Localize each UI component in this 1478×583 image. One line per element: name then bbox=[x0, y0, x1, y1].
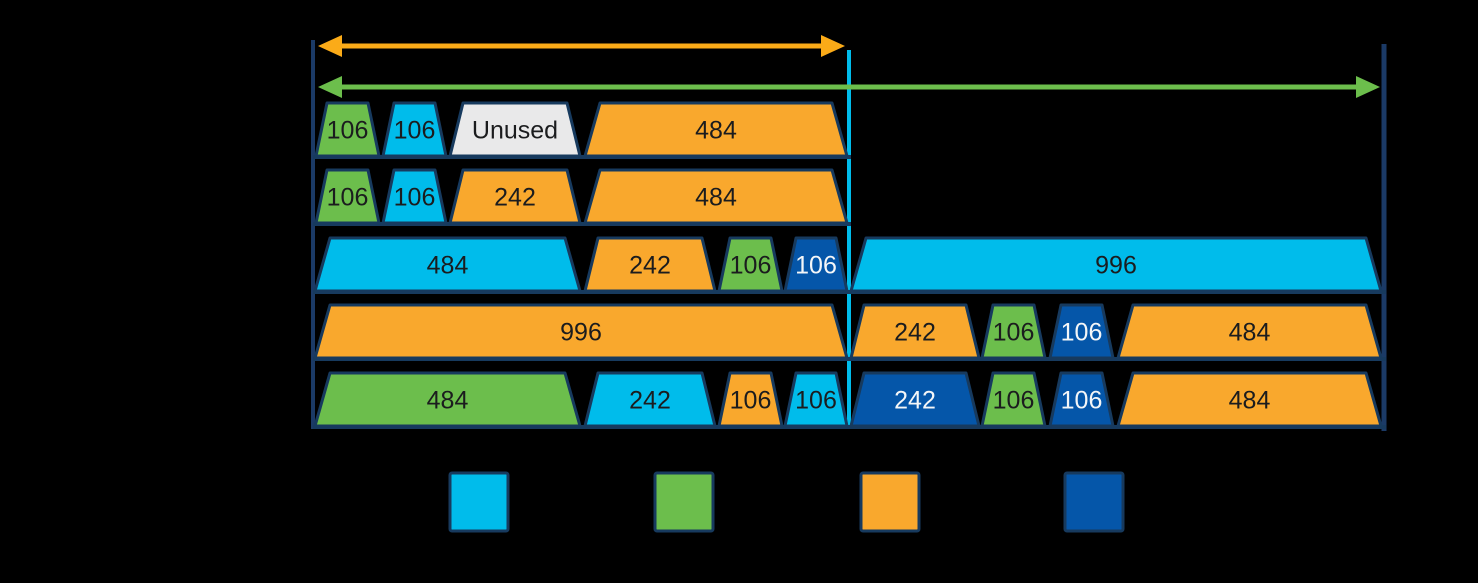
legend bbox=[448, 471, 1125, 533]
segment-shape bbox=[314, 101, 381, 158]
segment-green-106: 106 bbox=[980, 303, 1047, 360]
segment-label: 106 bbox=[795, 252, 837, 280]
segment-shape bbox=[381, 101, 448, 158]
segment-label: 996 bbox=[1095, 252, 1137, 280]
segment-green-106: 106 bbox=[717, 236, 784, 293]
segment-label: 242 bbox=[629, 252, 671, 280]
segment-label: 484 bbox=[427, 252, 469, 280]
segment-cyan-996: 996 bbox=[849, 236, 1383, 293]
segment-cyan-484: 484 bbox=[313, 236, 582, 293]
segment-label: 106 bbox=[1061, 387, 1103, 415]
segment-label: 242 bbox=[629, 387, 671, 415]
segment-shape bbox=[313, 303, 849, 360]
ru-row-5: 484 242 106 106 242 106 106 484 bbox=[313, 371, 1386, 429]
segment-label: 484 bbox=[1229, 319, 1271, 347]
segment-label: 242 bbox=[894, 387, 936, 415]
ru-row-3: 484 242 106 106 996 bbox=[313, 236, 1386, 294]
segment-label: 106 bbox=[730, 252, 772, 280]
segment-shape bbox=[849, 236, 1383, 293]
segment-label: 996 bbox=[560, 319, 602, 347]
segment-shape bbox=[717, 236, 784, 293]
segment-unused-unused: Unused bbox=[448, 101, 582, 158]
arrowhead-right bbox=[821, 35, 845, 57]
segment-orange-242: 242 bbox=[849, 303, 981, 360]
segment-shape bbox=[448, 168, 582, 225]
segment-blue-106: 106 bbox=[1048, 371, 1115, 428]
span-arrow-green bbox=[318, 76, 1380, 98]
segment-shape bbox=[849, 303, 981, 360]
segment-label: 106 bbox=[730, 387, 772, 415]
segment-shape bbox=[1048, 371, 1115, 428]
segment-orange-484: 484 bbox=[1116, 303, 1383, 360]
segment-shape bbox=[783, 371, 849, 428]
segment-orange-484: 484 bbox=[583, 101, 849, 158]
arrowhead-left bbox=[318, 76, 342, 98]
segment-blue-106: 106 bbox=[1048, 303, 1115, 360]
segment-shape bbox=[583, 236, 717, 293]
segment-orange-106: 106 bbox=[717, 371, 784, 428]
segment-cyan-106: 106 bbox=[381, 101, 448, 158]
segment-shape bbox=[1116, 303, 1383, 360]
segment-shape bbox=[583, 101, 849, 158]
segment-label: 484 bbox=[1229, 387, 1271, 415]
segment-label: 106 bbox=[1061, 319, 1103, 347]
segment-shape bbox=[717, 371, 784, 428]
ru-row-1: 106 106 Unused 484 bbox=[313, 101, 851, 159]
segment-label: 484 bbox=[427, 387, 469, 415]
segment-orange-996: 996 bbox=[313, 303, 849, 360]
segment-cyan-106: 106 bbox=[381, 168, 448, 225]
segment-shape bbox=[980, 371, 1047, 428]
segment-blue-242: 242 bbox=[849, 371, 981, 428]
segment-shape bbox=[849, 371, 981, 428]
segment-green-484: 484 bbox=[313, 371, 582, 428]
arrowhead-right bbox=[1356, 76, 1380, 98]
segment-orange-242: 242 bbox=[448, 168, 582, 225]
span-arrow-orange bbox=[318, 35, 845, 57]
segment-blue-106: 106 bbox=[783, 236, 849, 293]
segment-label: Unused bbox=[472, 117, 558, 145]
segment-cyan-242: 242 bbox=[583, 371, 717, 428]
legend-swatch-orange bbox=[859, 471, 921, 533]
segment-shape bbox=[980, 303, 1047, 360]
segment-shape bbox=[381, 168, 448, 225]
segment-label: 484 bbox=[695, 117, 737, 145]
segment-shape bbox=[783, 236, 849, 293]
segment-shape bbox=[1116, 371, 1383, 428]
segment-label: 106 bbox=[327, 184, 369, 212]
segment-shape bbox=[448, 101, 582, 158]
segment-label: 484 bbox=[695, 184, 737, 212]
ru-row-2: 106 106 242 484 bbox=[313, 168, 851, 226]
legend-swatch-blue bbox=[1063, 471, 1125, 533]
segment-shape bbox=[583, 168, 849, 225]
segment-label: 106 bbox=[993, 319, 1035, 347]
segment-label: 106 bbox=[327, 117, 369, 145]
segment-label: 106 bbox=[795, 387, 837, 415]
segment-orange-484: 484 bbox=[1116, 371, 1383, 428]
segment-label: 106 bbox=[394, 117, 436, 145]
segment-shape bbox=[313, 236, 582, 293]
segment-shape bbox=[583, 371, 717, 428]
ru-row-4: 996 242 106 106 484 bbox=[313, 303, 1386, 361]
segment-label: 242 bbox=[894, 319, 936, 347]
legend-swatch-green bbox=[653, 471, 715, 533]
segment-green-106: 106 bbox=[980, 371, 1047, 428]
segment-orange-242: 242 bbox=[583, 236, 717, 293]
segment-cyan-106: 106 bbox=[783, 371, 849, 428]
segment-orange-484: 484 bbox=[583, 168, 849, 225]
segment-shape bbox=[1048, 303, 1115, 360]
segment-green-106: 106 bbox=[314, 168, 381, 225]
segment-label: 106 bbox=[993, 387, 1035, 415]
arrowhead-left bbox=[318, 35, 342, 57]
segment-shape bbox=[313, 371, 582, 428]
segment-label: 242 bbox=[494, 184, 536, 212]
segment-label: 106 bbox=[394, 184, 436, 212]
legend-swatch-cyan bbox=[448, 471, 510, 533]
segment-shape bbox=[314, 168, 381, 225]
segment-green-106: 106 bbox=[314, 101, 381, 158]
